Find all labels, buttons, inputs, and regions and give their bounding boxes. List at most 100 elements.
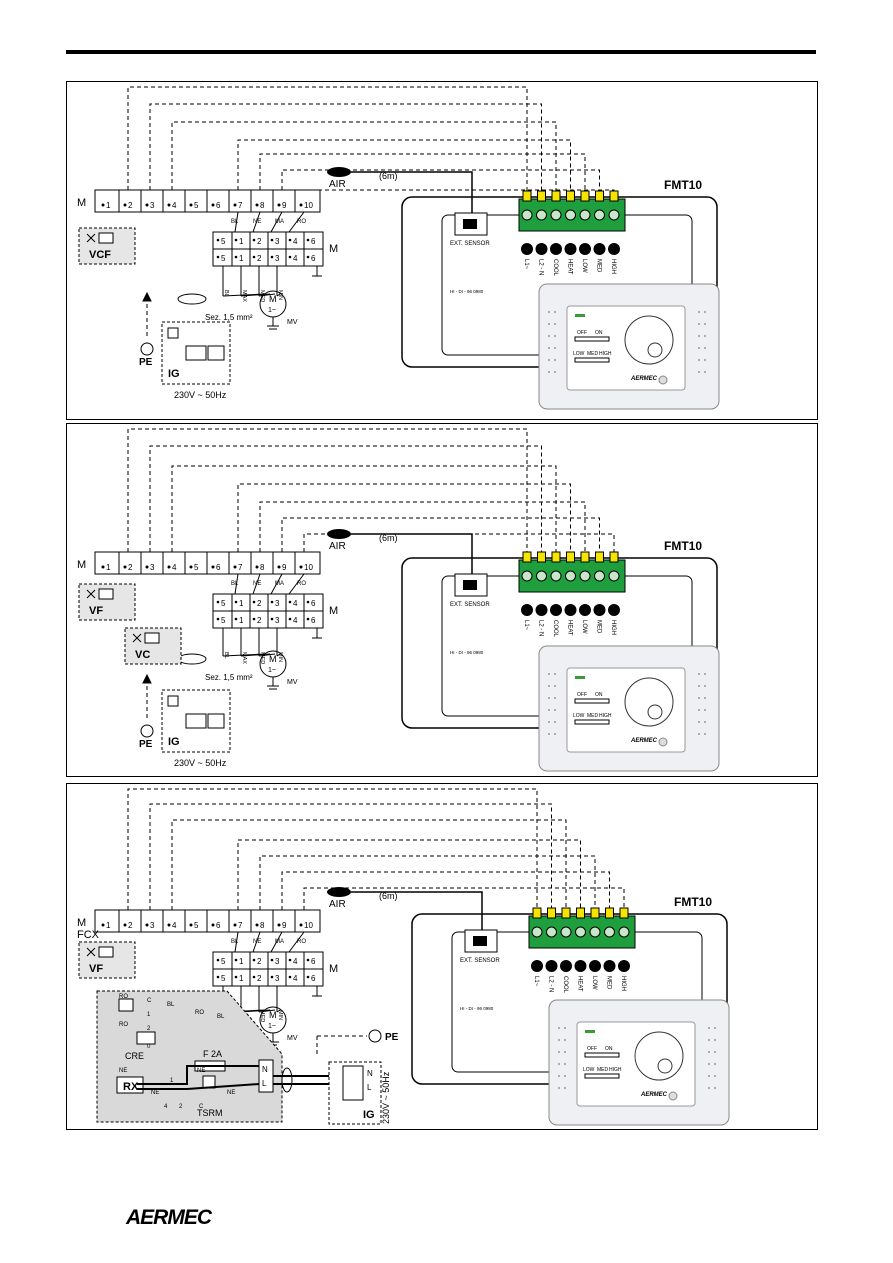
lower-terminal-number: 5 — [221, 237, 226, 246]
vent-dot — [554, 733, 556, 735]
lower-terminal-dot — [216, 958, 220, 962]
terminal-screw-top — [561, 907, 571, 919]
wire-color-label: BL — [231, 581, 239, 587]
lower-terminal-dot — [234, 238, 238, 242]
lower-terminal-number: 6 — [311, 254, 316, 263]
vent-dot — [554, 709, 556, 711]
supply-pin: L — [262, 1079, 267, 1088]
vent-dot — [564, 1039, 566, 1041]
lower-terminal-number: 6 — [311, 974, 316, 983]
speed-low-label: LOW — [583, 1067, 595, 1073]
vent-dot — [704, 697, 706, 699]
terminal-screw-top — [547, 907, 556, 919]
vent-dot — [564, 1063, 566, 1065]
motor-wire — [276, 1009, 281, 1013]
vent-dot — [704, 673, 706, 675]
lower-terminal-number: 5 — [221, 974, 226, 983]
terminal-screw-top — [576, 907, 585, 919]
terminal-number: 1 — [106, 921, 111, 930]
terminal-screw — [594, 570, 605, 582]
terminal-dot — [211, 565, 215, 569]
pe-icon — [140, 724, 154, 738]
speed-high-label: HIGH — [609, 1067, 622, 1073]
vent-dot — [704, 685, 706, 687]
wire-color-label: MA — [275, 939, 284, 945]
terminal-screw-top — [619, 907, 629, 919]
ext-sensor-label: EXT. SENSOR — [460, 958, 500, 964]
cable-section-2 — [281, 1067, 293, 1093]
cable-section — [177, 653, 207, 665]
ext-sensor-label: EXT. SENSOR — [450, 241, 490, 247]
temperature-knob — [624, 315, 674, 365]
onoff-switch — [574, 698, 610, 704]
fuse-label: F 2A — [203, 1049, 222, 1059]
terminal-screw-top — [566, 551, 575, 563]
terminal-dot — [189, 203, 193, 207]
lower-terminal-number: 4 — [293, 974, 298, 983]
lower-terminal-number: 1 — [239, 616, 244, 625]
terminal-screw — [521, 570, 533, 582]
motor-label: MV — [287, 319, 298, 326]
air-cable — [351, 891, 483, 930]
lower-terminal-dot — [288, 958, 292, 962]
supply-label: 230V ~ 50Hz — [174, 390, 227, 400]
vent-dot — [554, 673, 556, 675]
terminal-dot — [233, 565, 237, 569]
terminal-screw-top — [580, 551, 590, 563]
strip-wire — [252, 211, 261, 233]
motor-wire — [276, 293, 281, 297]
terminal-screw-top — [580, 190, 590, 202]
lower-terminal-dot — [270, 600, 274, 604]
cre-sensor — [118, 998, 134, 1012]
terminal-led — [593, 243, 606, 255]
valve-label: VF — [89, 605, 103, 617]
cre-wire-label: RO — [119, 994, 128, 1000]
lower-terminal-dot — [252, 975, 256, 979]
vent-dot — [548, 733, 550, 735]
terminal-screw-top — [595, 190, 604, 202]
vent-dot — [698, 709, 700, 711]
knob-pointer — [647, 342, 663, 358]
wire-color-label: BL — [231, 939, 239, 945]
strip-wire — [234, 931, 239, 953]
control-wire — [171, 121, 557, 191]
temperature-knob — [634, 1031, 684, 1081]
strip-wire — [270, 211, 283, 233]
terminal-led — [574, 960, 587, 972]
speed-switch — [584, 1073, 620, 1079]
vent-dot — [558, 1051, 560, 1053]
terminal-number: 2 — [128, 921, 133, 930]
cre-label: CRE — [125, 1051, 144, 1061]
lower-terminal-dot — [252, 255, 256, 259]
motor-wire-label: MIN — [277, 1010, 283, 1020]
pcb-code: HI - DI - 96 0980 — [450, 650, 484, 655]
aermec-logo: AERMEC — [126, 1206, 212, 1229]
tsrm-label: TSRM — [197, 1108, 223, 1118]
terminal-led — [545, 960, 558, 972]
terminal-label: L1~ — [523, 259, 529, 270]
header-rule — [66, 50, 816, 54]
switch-on-label: ON — [605, 1046, 613, 1052]
control-wire — [127, 428, 528, 552]
speed-low-label: LOW — [573, 713, 585, 719]
terminal-screw-top — [609, 190, 619, 202]
lower-strip-label: M — [329, 605, 338, 617]
controller-brand: AERMEC — [640, 1092, 668, 1098]
terminal-screw — [589, 926, 601, 938]
terminal-number: 5 — [194, 921, 199, 930]
model-label: FMT10 — [664, 539, 702, 553]
vent-dot — [698, 733, 700, 735]
valve-label: VC — [135, 649, 150, 661]
strip-wire — [252, 931, 261, 953]
terminal-label: MED — [596, 620, 602, 634]
valve-label: VCF — [89, 249, 111, 261]
lower-terminal-dot — [216, 617, 220, 621]
strip-wire — [234, 211, 239, 233]
terminal-number: 5 — [194, 201, 199, 210]
motor-wire — [258, 293, 276, 297]
terminal-dot — [145, 923, 149, 927]
pe-arrow — [142, 673, 152, 684]
vent-dot — [548, 709, 550, 711]
lower-terminal-number: 1 — [239, 957, 244, 966]
lower-terminal-number: 3 — [275, 599, 280, 608]
